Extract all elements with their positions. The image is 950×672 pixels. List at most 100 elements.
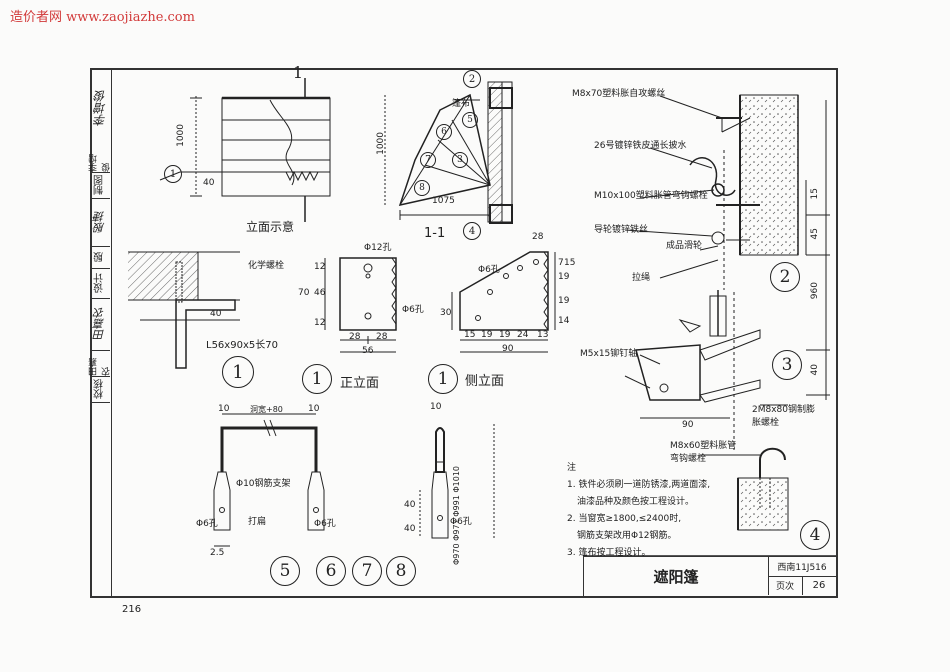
dim-label: 15	[810, 188, 820, 200]
pulley-detail-3	[624, 290, 761, 450]
front-elevation-detail	[324, 257, 397, 353]
atlas-code: 西南11J516	[768, 557, 836, 577]
annotation-r6: 拉绳	[632, 273, 651, 283]
hole-label: Φ12孔	[364, 243, 392, 253]
hole-label: Φ6孔	[196, 519, 218, 529]
hole-label: Φ6孔	[314, 519, 336, 529]
detail-marker: 5	[462, 112, 478, 128]
dim-label: 1000	[176, 124, 186, 147]
note-line: 钢筋支架改用Φ12钢筋。	[577, 531, 677, 541]
detail-marker: 3	[772, 350, 802, 380]
dim-label: 10	[430, 402, 442, 412]
annotation-r5: 成品滑轮	[666, 241, 703, 251]
dim-label: 40	[810, 364, 820, 376]
detail-marker: 4	[463, 222, 481, 240]
drawing-title: 遮阳篷	[584, 557, 769, 595]
detail-marker: 1	[428, 364, 458, 394]
signature-column: 校核 田嘉农 田嘉农 设计 殷 殷捷 制图 李增俊 李增俊	[89, 68, 112, 598]
dim-label: 45	[810, 228, 820, 240]
note-line: 1. 铁件必须刷一道防锈漆,两道面漆,	[567, 480, 711, 490]
detail-marker: 2	[463, 70, 481, 88]
notes-block: 注 1. 铁件必须刷一道防锈漆,两道面漆, 油漆品种及颜色按工程设计。 2. 当…	[567, 460, 710, 562]
angle-steel-label: L56x90x5长70	[206, 340, 278, 351]
detail-marker: 3	[452, 152, 468, 168]
dim-label: 40	[203, 178, 215, 188]
dim-label: 19	[481, 330, 493, 340]
annotation-r3: M10x100塑料胀管弯钩螺栓	[594, 191, 708, 201]
title-block: 遮阳篷 西南11J516 页次 26	[583, 556, 836, 596]
book-page-number: 216	[122, 604, 142, 615]
hole-label: Φ6孔	[478, 265, 500, 275]
dim-label: 960	[810, 282, 820, 300]
watermark: 造价者网 www.zaojiazhe.com	[10, 10, 195, 25]
dim-label: 15	[464, 330, 476, 340]
note-line: 油漆品种及颜色按工程设计。	[577, 497, 695, 507]
section-title: 1-1	[424, 226, 446, 241]
dim-label: 1075	[432, 196, 455, 206]
dim-label: 40	[210, 309, 222, 319]
rebar-frame-label: Φ10钢筋支架	[236, 479, 291, 489]
dim-label: 12	[314, 262, 326, 272]
detail-marker: 1	[302, 364, 332, 394]
dim-label: 24	[517, 330, 529, 340]
page-number-box: 26	[812, 580, 826, 591]
hook-detail-4	[737, 447, 789, 531]
dim-label: 10	[308, 404, 320, 414]
dim-label: 19	[499, 330, 511, 340]
dim-label: 70	[298, 288, 310, 298]
detail-marker: 5	[270, 556, 300, 586]
page-label: 页次	[768, 576, 803, 595]
dim-label: 40	[404, 500, 416, 510]
hole-label: Φ6孔	[450, 517, 472, 527]
dim-label: 46	[314, 288, 326, 298]
angle-steel-detail	[128, 251, 240, 369]
wall-detail-2	[689, 94, 807, 290]
dim-label: 40	[404, 524, 416, 534]
detail-marker: 7	[420, 152, 436, 168]
detail-marker: 6	[436, 124, 452, 140]
detail-marker: 7	[352, 556, 382, 586]
dim-label: 90	[682, 420, 694, 430]
dim-label: 14	[558, 316, 570, 326]
width-label: 洞宽+80	[250, 405, 283, 414]
drawing-frame	[90, 68, 838, 598]
annotation-r2: 26号镀锌铁皮通长披水	[594, 141, 687, 151]
detail-marker: 2	[770, 262, 800, 292]
detail-marker: 1	[164, 165, 182, 183]
detail-marker: 6	[316, 556, 346, 586]
side-elevation-title: 侧立面	[465, 374, 505, 389]
dim-label: 19	[558, 272, 570, 282]
dim-label: 12	[314, 318, 326, 328]
dim-label: 56	[362, 346, 374, 356]
note-line: 2. 当窗宽≥1800,≤2400时,	[567, 514, 682, 524]
rebar-frame-detail	[213, 413, 325, 547]
dim-label: 7	[558, 258, 564, 268]
diameter-stack-label: Φ970 Φ977 Φ991 Φ1010	[452, 466, 461, 565]
hole-label: Φ6孔	[402, 305, 424, 315]
annotation-r7: M5x15铆钉轴	[580, 349, 638, 359]
dim-label: 28	[349, 332, 361, 342]
elevation-sketch	[159, 78, 331, 222]
side-elevation-detail	[451, 251, 556, 353]
rebar-side-detail	[419, 424, 495, 539]
dim-label: 15	[564, 258, 576, 268]
annotation-r1: M8x70塑料胀自攻螺丝	[572, 89, 666, 99]
detail-marker: 8	[414, 180, 430, 196]
dim-label: 10	[218, 404, 230, 414]
dim-label: 2.5	[210, 548, 225, 558]
note-line: 3. 篷布按工程设计。	[567, 548, 651, 558]
detail-marker: 8	[386, 556, 416, 586]
dim-label: 30	[440, 308, 452, 318]
annotation-r4: 导轮镀锌铁丝	[594, 225, 649, 235]
elevation-title: 立面示意	[246, 220, 295, 234]
dim-label: 1000	[376, 132, 386, 155]
chemical-bolt-label: 化学螺栓	[248, 261, 285, 271]
detail-marker: 1	[222, 356, 254, 388]
annotation-r9: M8x60塑料胀管弯钩螺栓	[670, 441, 737, 464]
dim-label: 28	[376, 332, 388, 342]
dim-label: 90	[502, 344, 514, 354]
dim-label: 19	[558, 296, 570, 306]
awning-label: 篷布	[452, 99, 471, 109]
front-elevation-title: 正立面	[340, 376, 380, 391]
